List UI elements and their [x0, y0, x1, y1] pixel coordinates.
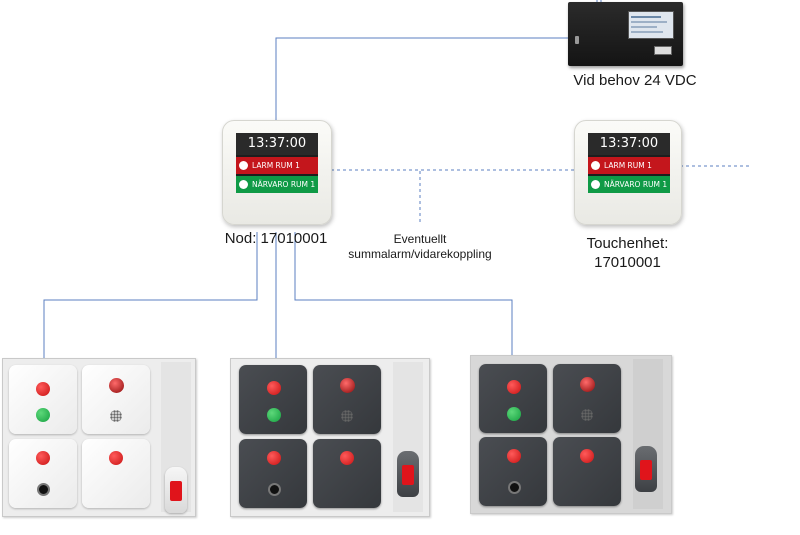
cabinet-screen: [628, 11, 674, 39]
wire-power: [275, 37, 568, 120]
room-panel-light: [2, 358, 196, 517]
optional-label-line2: summalarm/vidarekoppling: [348, 247, 492, 261]
wire-optional: [331, 169, 421, 222]
speaker-icon: [581, 409, 593, 421]
wire-node-panel1: [43, 232, 258, 360]
pear-pushbutton: [635, 446, 657, 492]
optional-label: Eventuellt summalarm/vidarekoppling: [330, 232, 510, 262]
speaker-icon: [110, 410, 122, 422]
pear-pushbutton: [165, 467, 187, 513]
bell-icon: [239, 160, 248, 170]
alarm-module: [82, 439, 150, 508]
touch-label-line1: Touchenhet:: [586, 235, 669, 252]
touch-unit: 13:37:00 LARM RUM 1 NÄRVARO RUM 1: [574, 120, 682, 225]
jack-module: [479, 437, 547, 506]
node-label: Nod: 17010001: [224, 230, 328, 247]
node-device: 13:37:00 LARM RUM 1 NÄRVARO RUM 1: [222, 120, 332, 225]
optional-label-line1: Eventuellt: [393, 232, 447, 246]
lock-icon: [575, 36, 579, 44]
power-cabinet: [568, 2, 683, 66]
touch-label-line2: 17010001: [594, 254, 661, 271]
power-label: Vid behov 24 VDC: [573, 72, 697, 89]
wire-node-panel3: [294, 232, 513, 360]
touch-label: Touchenhet: 17010001: [560, 234, 695, 272]
pear-pushbutton: [397, 451, 419, 497]
alarm-module: [553, 437, 621, 506]
touch-alarm-row: LARM RUM 1: [588, 157, 670, 174]
alarm-module: [313, 439, 381, 508]
speaker-icon: [341, 410, 353, 422]
person-icon: [591, 179, 600, 189]
bell-icon: [591, 160, 600, 170]
person-icon: [239, 179, 248, 189]
room-panel-dark: [230, 358, 430, 517]
node-presence-row: NÄRVARO RUM 1: [236, 176, 318, 193]
alarm-module: [479, 364, 547, 433]
node-screen: 13:37:00 LARM RUM 1 NÄRVARO RUM 1: [236, 133, 318, 193]
touch-clock: 13:37:00: [588, 133, 670, 155]
touch-presence-row: NÄRVARO RUM 1: [588, 176, 670, 193]
node-clock: 13:37:00: [236, 133, 318, 155]
touch-screen: 13:37:00 LARM RUM 1 NÄRVARO RUM 1: [588, 133, 670, 193]
node-alarm-row: LARM RUM 1: [236, 157, 318, 174]
lamp-module: [553, 364, 621, 433]
jack-module: [9, 439, 77, 508]
jack-module: [239, 439, 307, 508]
alarm-module: [239, 365, 307, 434]
lamp-module: [82, 365, 150, 434]
card-icon: [654, 46, 672, 55]
alarm-module: [9, 365, 77, 434]
room-panel-dark-frame: [470, 355, 672, 514]
lamp-module: [313, 365, 381, 434]
